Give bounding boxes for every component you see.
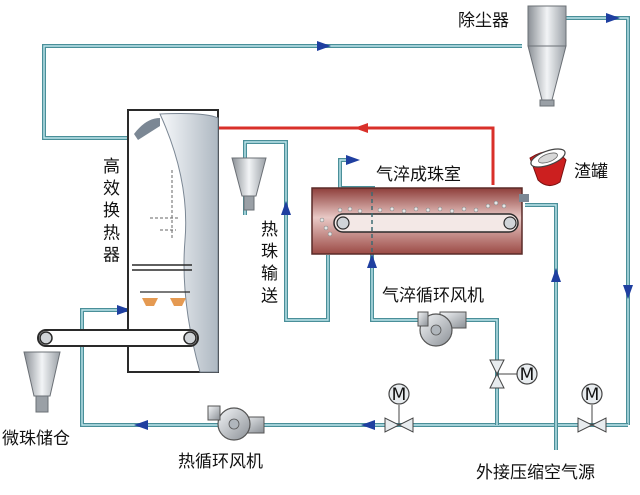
label-hot-bead-transport: 热珠输送	[261, 220, 278, 306]
label-heat-exchanger: 高效换热器	[103, 157, 120, 265]
label-slag-tank: 渣罐	[574, 162, 608, 182]
label-char: 珠	[261, 242, 278, 262]
label-char: 热	[103, 223, 120, 243]
label-char: 输	[261, 264, 278, 284]
label-char: 热	[261, 220, 278, 240]
pipe-top-return	[42, 44, 522, 140]
hot-fan-icon	[207, 405, 265, 441]
motor-icon: M	[516, 363, 538, 385]
heat-exchanger-unit	[127, 109, 219, 373]
motor-symbol: M	[585, 385, 600, 405]
motor-icon: M	[581, 383, 603, 405]
pipe-quench-supply	[370, 250, 420, 322]
label-quench-chamber: 气淬成珠室	[376, 165, 461, 185]
label-compressed-air: 外接压缩空气源	[476, 463, 595, 483]
bead-storage-hopper-icon	[23, 351, 61, 413]
flow-arrows	[117, 13, 633, 430]
cyclone-separator-icon	[527, 5, 567, 107]
label-quench-fan: 气淬循环风机	[382, 286, 484, 306]
label-char: 高	[103, 157, 120, 177]
valve-vertical-icon	[489, 359, 517, 389]
label-char: 送	[261, 286, 278, 306]
motor-icon: M	[388, 383, 410, 405]
motor-symbol: M	[520, 365, 535, 385]
conveyor-icon	[37, 329, 199, 347]
quench-chamber-unit	[311, 187, 529, 255]
label-char: 器	[103, 245, 120, 265]
slag-ladle-icon	[529, 148, 567, 186]
valve-right-icon	[577, 405, 607, 433]
pipe-chamber-top	[338, 158, 375, 190]
pipe-compressed-air	[525, 203, 558, 450]
pipe-network	[42, 16, 630, 450]
pipe-quench-loop	[465, 318, 499, 425]
hot-return-line	[215, 126, 495, 185]
label-char: 效	[103, 179, 120, 199]
pipe-dust-outlet	[566, 16, 630, 425]
label-char: 换	[103, 201, 120, 221]
label-dust-collector: 除尘器	[458, 11, 509, 31]
motor-symbol: M	[392, 385, 407, 405]
valve-left-icon	[384, 405, 414, 433]
quench-fan-icon	[417, 311, 467, 347]
label-hot-fan: 热循环风机	[178, 452, 263, 472]
hopper-icon	[231, 157, 267, 211]
label-bead-storage: 微珠储仓	[2, 429, 70, 449]
